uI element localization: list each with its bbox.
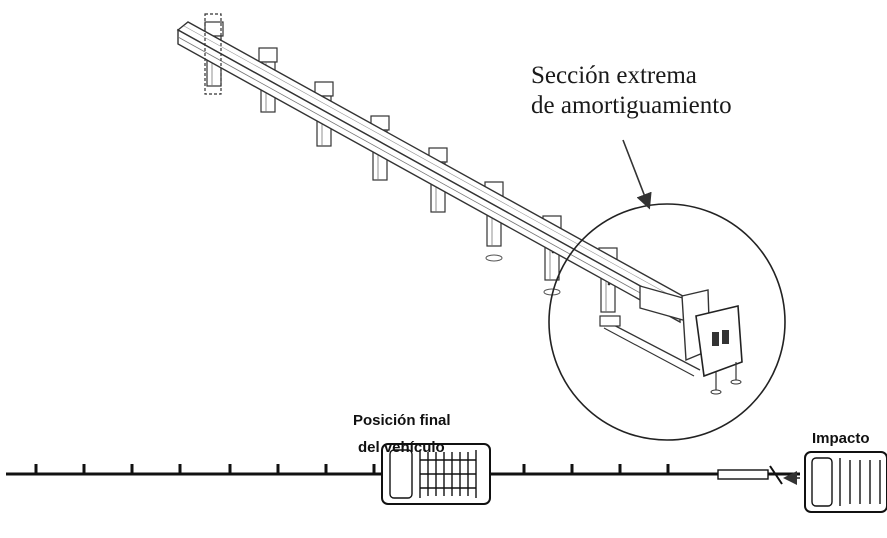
end-terminal-head (599, 285, 743, 395)
vehicle-impact-position (804, 451, 887, 513)
plan-view (6, 443, 887, 513)
callout-label-line1: Sección extrema (531, 62, 697, 89)
final-position-label-line2: del vehículo (358, 439, 445, 456)
plan-terminal-end (717, 465, 800, 485)
final-position-label-line1: Posición final (353, 412, 451, 429)
plan-post-ticks (34, 464, 670, 474)
vehicle-final-position (381, 443, 491, 505)
guardrail-3d (176, 13, 786, 441)
callout-arrow (622, 139, 652, 210)
callout-label-line2: de amortiguamiento (531, 92, 732, 119)
highlight-circle (548, 203, 786, 441)
impact-label: Impacto (812, 430, 870, 447)
